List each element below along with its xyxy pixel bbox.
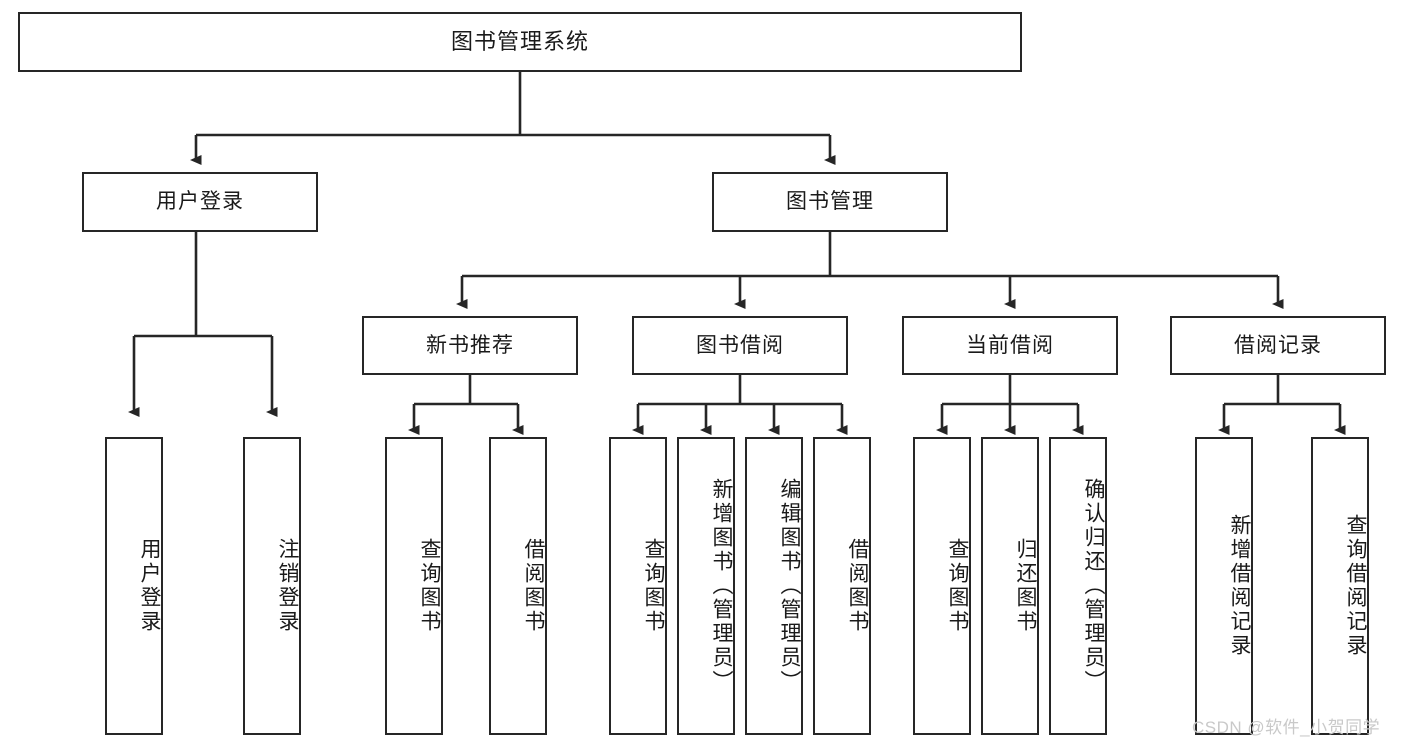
node-label: 归还图书 [1014, 538, 1037, 634]
leaf-book-borrow-query[interactable]: 查询图书 [609, 437, 667, 735]
node-user-login[interactable]: 用户登录 [82, 172, 318, 232]
node-label: 当前借阅 [966, 333, 1054, 357]
node-label: 新增借阅记录 [1228, 514, 1251, 658]
node-label: 新增图书（管理员） [710, 478, 733, 694]
leaf-borrow-record-add[interactable]: 新增借阅记录 [1195, 437, 1253, 735]
node-new-book-recommend[interactable]: 新书推荐 [362, 316, 578, 375]
node-label: 图书借阅 [696, 333, 784, 357]
node-label: 用户登录 [138, 538, 161, 634]
node-label: 借阅图书 [846, 538, 869, 634]
leaf-current-borrow-query[interactable]: 查询图书 [913, 437, 971, 735]
node-label: 编辑图书（管理员） [778, 478, 801, 694]
leaf-current-borrow-confirm-admin[interactable]: 确认归还（管理员） [1049, 437, 1107, 735]
leaf-user-login-login[interactable]: 用户登录 [105, 437, 163, 735]
leaf-user-login-logout[interactable]: 注销登录 [243, 437, 301, 735]
node-label: 查询图书 [418, 538, 441, 634]
leaf-book-borrow-add-admin[interactable]: 新增图书（管理员） [677, 437, 735, 735]
node-label: 借阅记录 [1234, 333, 1322, 357]
node-label: 借阅图书 [522, 538, 545, 634]
leaf-book-borrow-edit-admin[interactable]: 编辑图书（管理员） [745, 437, 803, 735]
leaf-new-book-query[interactable]: 查询图书 [385, 437, 443, 735]
leaf-book-borrow-borrow[interactable]: 借阅图书 [813, 437, 871, 735]
node-borrow-record[interactable]: 借阅记录 [1170, 316, 1386, 375]
leaf-new-book-borrow[interactable]: 借阅图书 [489, 437, 547, 735]
leaf-borrow-record-query[interactable]: 查询借阅记录 [1311, 437, 1369, 735]
node-label: 图书管理 [786, 190, 874, 214]
node-label: 新书推荐 [426, 333, 514, 357]
node-current-borrow[interactable]: 当前借阅 [902, 316, 1118, 375]
node-label: 注销登录 [276, 538, 299, 634]
node-root-book-management-system[interactable]: 图书管理系统 [18, 12, 1022, 72]
node-book-management[interactable]: 图书管理 [712, 172, 948, 232]
node-label: 图书管理系统 [450, 28, 589, 54]
node-label: 确认归还（管理员） [1082, 478, 1105, 694]
node-book-borrow[interactable]: 图书借阅 [632, 316, 848, 375]
leaf-current-borrow-return[interactable]: 归还图书 [981, 437, 1039, 735]
node-label: 查询图书 [946, 538, 969, 634]
node-label: 查询图书 [642, 538, 665, 634]
watermark: CSDN @软件_小贺同学 [1192, 718, 1381, 737]
node-label: 用户登录 [156, 190, 244, 214]
node-label: 查询借阅记录 [1344, 514, 1367, 658]
